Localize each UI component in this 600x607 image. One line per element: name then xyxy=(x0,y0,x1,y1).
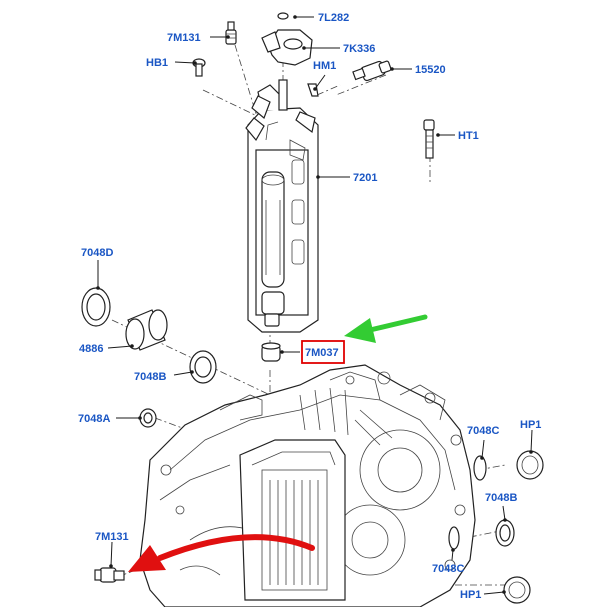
bushing-4886 xyxy=(125,309,168,351)
callout-7048C-upper: 7048C xyxy=(467,425,499,437)
plug-HP1-upper xyxy=(516,450,544,480)
green-pointer-arrow xyxy=(344,314,428,343)
bolt-7M131-top xyxy=(225,21,237,45)
callout-7L282: 7L282 xyxy=(318,12,349,24)
transmission-case xyxy=(139,364,476,607)
seal-7048D xyxy=(81,287,111,327)
callout-7M131-bottom: 7M131 xyxy=(95,531,129,543)
red-curved-arrow xyxy=(128,534,315,572)
oring-7048C-lower xyxy=(448,526,460,550)
highlighted-callout: 7M037 xyxy=(301,340,345,364)
callout-HT1: HT1 xyxy=(458,130,479,142)
callout-7201: 7201 xyxy=(353,172,377,184)
bolt-HB1 xyxy=(192,58,206,77)
plug-HP1-lower xyxy=(503,576,531,604)
callout-7048A: 7048A xyxy=(78,413,110,425)
callout-7048B-left: 7048B xyxy=(134,371,166,383)
callout-7048D: 7048D xyxy=(81,247,113,259)
callout-HP1-lower: HP1 xyxy=(460,589,481,601)
seal-7048B-right xyxy=(495,519,515,547)
callout-HP1-upper: HP1 xyxy=(520,419,541,431)
callout-7M131-top: 7M131 xyxy=(167,32,201,44)
callout-HB1: HB1 xyxy=(146,57,168,69)
callout-7M037: 7M037 xyxy=(305,347,339,359)
sensor-15520 xyxy=(352,60,392,82)
highlight-box xyxy=(301,340,345,364)
bolt-7M131-bottom xyxy=(94,567,125,583)
oring-7048C-upper xyxy=(473,455,487,481)
gate-lever xyxy=(261,12,313,66)
callout-15520: 15520 xyxy=(415,64,446,76)
seal-7048A xyxy=(139,408,157,428)
leader-lines xyxy=(97,16,533,595)
leader-dots xyxy=(96,15,533,594)
selector-ribs xyxy=(269,480,319,585)
pin-HM1 xyxy=(307,83,319,97)
seal-7048B-left xyxy=(189,350,217,384)
callout-7048B-right: 7048B xyxy=(485,492,517,504)
callout-7K336: 7K336 xyxy=(343,43,375,55)
bushing-7M037 xyxy=(261,342,281,362)
selector-shaft-assembly xyxy=(245,79,319,333)
stud-HT1 xyxy=(423,119,435,159)
callout-labels: 7L282 7M131 7K336 HB1 HM1 15520 HT1 7201… xyxy=(78,12,541,601)
callout-4886: 4886 xyxy=(79,343,103,355)
callout-HM1: HM1 xyxy=(313,60,336,72)
callout-7048C-lower: 7048C xyxy=(432,563,464,575)
